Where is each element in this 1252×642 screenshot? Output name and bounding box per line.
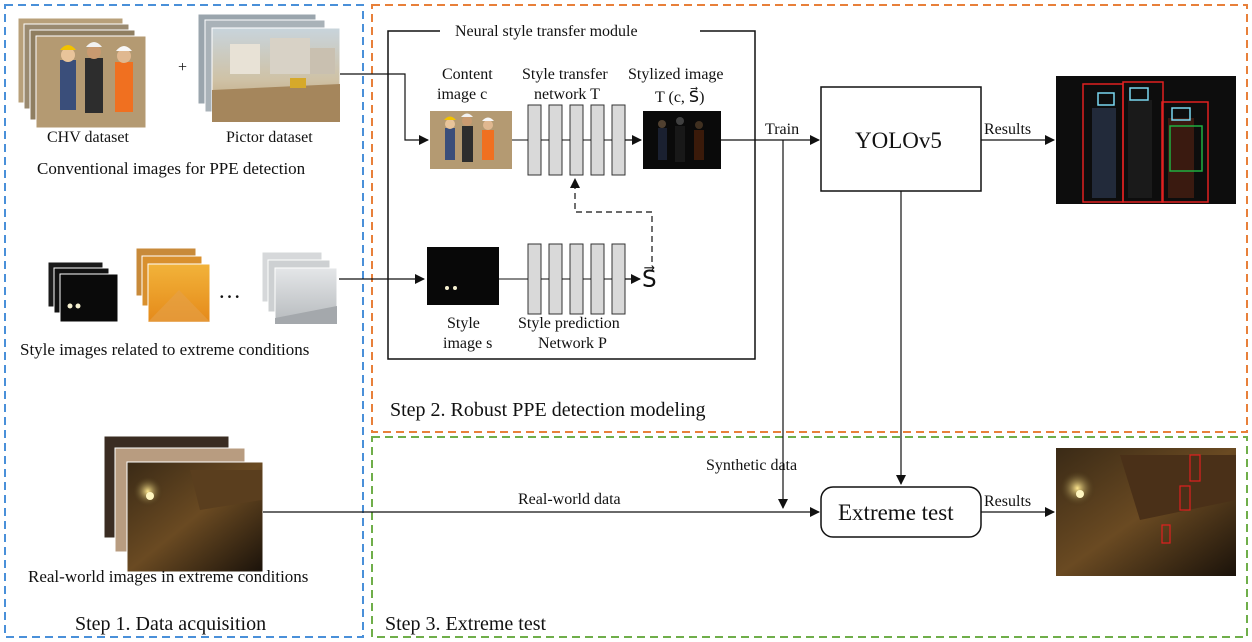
- realworld-images-caption: Real-world images in extreme conditions: [28, 567, 308, 586]
- pictor-dataset-image-stack: [197, 13, 341, 123]
- detection-results-image: [1056, 76, 1236, 204]
- dust-style-image-stack: [135, 247, 211, 323]
- content-image-label-line2: image c: [437, 86, 487, 103]
- extreme-test-results-image: [1054, 448, 1236, 576]
- step1-title: Step 1. Data acquisition: [75, 613, 266, 635]
- chv-dataset-image-stack: [17, 17, 147, 129]
- extreme-test-label: Extreme test: [838, 500, 954, 525]
- style-vector-symbol: S⃗: [642, 265, 657, 292]
- pictor-to-content-arrow: [340, 73, 429, 145]
- results-label-top: Results: [984, 121, 1031, 138]
- style-transfer-network-label-line1: Style transfer: [522, 66, 608, 83]
- style-images-caption: Style images related to extreme conditio…: [20, 340, 309, 359]
- style-transfer-network-blocks: [512, 104, 626, 176]
- step3-title: Step 3. Extreme test: [385, 613, 547, 635]
- results-label-bottom: Results: [984, 493, 1031, 510]
- conventional-images-caption: Conventional images for PPE detection: [37, 159, 306, 178]
- realworld-image-stack: [103, 435, 264, 573]
- yolov5-box: [820, 86, 982, 192]
- ellipsis: …: [218, 278, 241, 303]
- plus-sign: +: [178, 59, 187, 76]
- night-style-image-stack: [47, 261, 119, 323]
- train-label: Train: [765, 121, 799, 138]
- module-title: Neural style transfer module: [455, 23, 638, 40]
- style-image-label-line2: image s: [443, 335, 492, 352]
- style-prediction-network-blocks: [499, 243, 626, 315]
- step1-region: [4, 4, 364, 638]
- stylized-image-label-line1: Stylized image: [628, 66, 724, 83]
- step3-region: [371, 436, 1248, 638]
- fog-style-image-stack: [261, 251, 338, 325]
- style-image-thumbnail: [427, 247, 499, 305]
- step2-title: Step 2. Robust PPE detection modeling: [390, 399, 706, 421]
- yolov5-label: YOLOv5: [855, 128, 942, 153]
- stylized-image-label-line2: T (c, S⃗): [655, 86, 704, 106]
- chv-dataset-label: CHV dataset: [47, 129, 129, 146]
- stylized-image-thumbnail: [643, 111, 721, 169]
- style-image-label-line1: Style: [447, 315, 480, 332]
- content-image-thumbnail: [430, 111, 512, 169]
- pictor-dataset-label: Pictor dataset: [226, 129, 313, 146]
- style-vector-feedback-arrow: [570, 178, 653, 262]
- step2-region: [371, 4, 1248, 433]
- realworld-data-label: Real-world data: [518, 491, 621, 508]
- style-prediction-label-line2: Network P: [538, 335, 607, 352]
- synthetic-data-label: Synthetic data: [706, 457, 797, 474]
- style-prediction-label-line1: Style prediction: [518, 315, 620, 332]
- content-image-label-line1: Content: [442, 66, 493, 83]
- style-transfer-network-label-line2: network T: [534, 86, 600, 103]
